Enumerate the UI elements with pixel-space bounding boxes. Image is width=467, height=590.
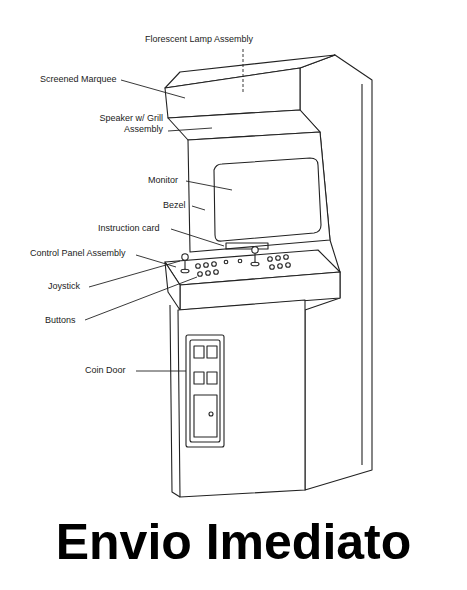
- coin-door: [186, 335, 224, 447]
- cash-door: [194, 395, 217, 437]
- coin-return: [207, 372, 217, 384]
- bezel: [188, 132, 330, 252]
- lower-cabinet-edge: [170, 305, 180, 497]
- part-label: Coin Door: [85, 365, 126, 376]
- joystick-base: [251, 262, 259, 266]
- coin-slot: [194, 346, 204, 358]
- part-label: Joystick: [48, 281, 80, 292]
- marquee: [165, 68, 300, 118]
- caption: Envio Imediato: [0, 512, 467, 572]
- instruction-card: [226, 243, 268, 249]
- buttons: [196, 255, 291, 277]
- coin-return: [194, 372, 204, 384]
- part-label: Florescent Lamp Assembly: [145, 34, 253, 45]
- part-label: Buttons: [45, 315, 76, 326]
- lower-cabinet: [178, 300, 305, 497]
- part-label: Bezel: [163, 200, 186, 211]
- joystick-base: [181, 269, 189, 273]
- monitor: [214, 158, 321, 241]
- part-label: Monitor: [148, 175, 178, 186]
- joystick-ball: [252, 247, 258, 253]
- part-label: Control Panel Assembly: [30, 248, 126, 259]
- side-panel-inner: [361, 84, 362, 465]
- part-label: Speaker w/ Grill Assembly: [85, 113, 163, 135]
- coin-slot: [207, 346, 217, 358]
- part-label: Instruction card: [98, 223, 160, 234]
- joystick-ball: [182, 254, 188, 260]
- leader-lines: [85, 49, 243, 371]
- coin-door-inner: [190, 340, 220, 442]
- lock: [209, 412, 213, 416]
- part-label: Screened Marquee: [40, 74, 117, 85]
